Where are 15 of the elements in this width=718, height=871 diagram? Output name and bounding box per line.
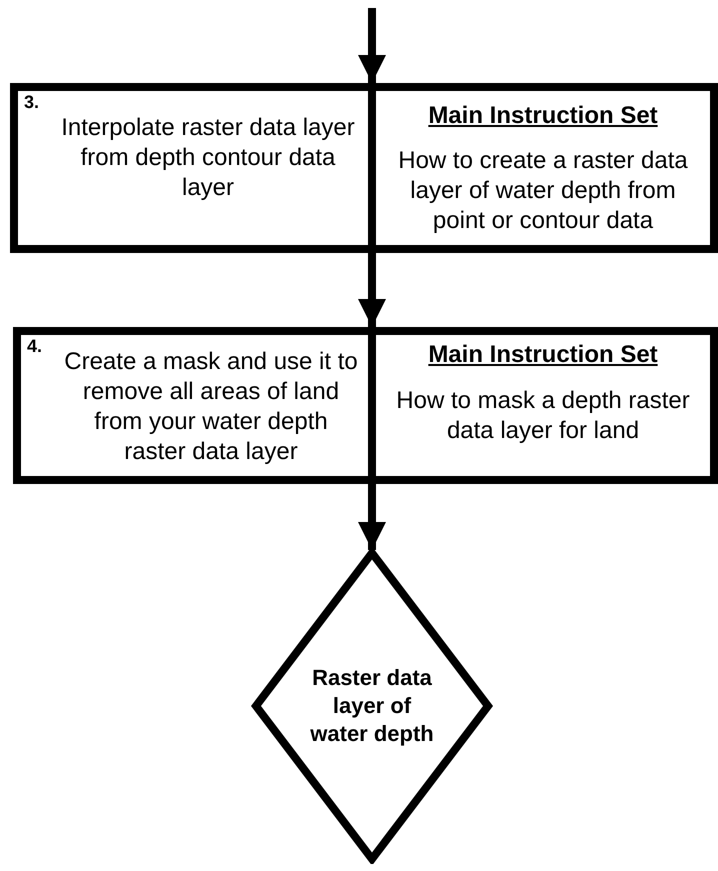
process-box — [10, 83, 718, 253]
decision-diamond — [250, 548, 494, 864]
instruction-heading: Main Instruction Set — [427, 102, 659, 130]
decision-text: Raster data layer of water depth — [309, 664, 435, 748]
arrow — [358, 484, 386, 550]
instruction-description: How to create a raster data layer of water depth from point or contour data — [397, 146, 689, 236]
instruction-description: How to mask a depth raster data layer for land — [395, 386, 691, 446]
arrow — [358, 8, 386, 83]
step-description: Create a mask and use it to remove all areas of land from your water depth raster data layer — [63, 347, 359, 467]
process-box — [13, 327, 718, 484]
instruction-heading: Main Instruction Set — [427, 341, 659, 369]
step-description: Interpolate raster data layer from depth contour data layer — [60, 113, 356, 203]
step-number: 3. — [24, 93, 40, 113]
arrow — [358, 253, 386, 327]
step-number: 4. — [27, 337, 42, 357]
